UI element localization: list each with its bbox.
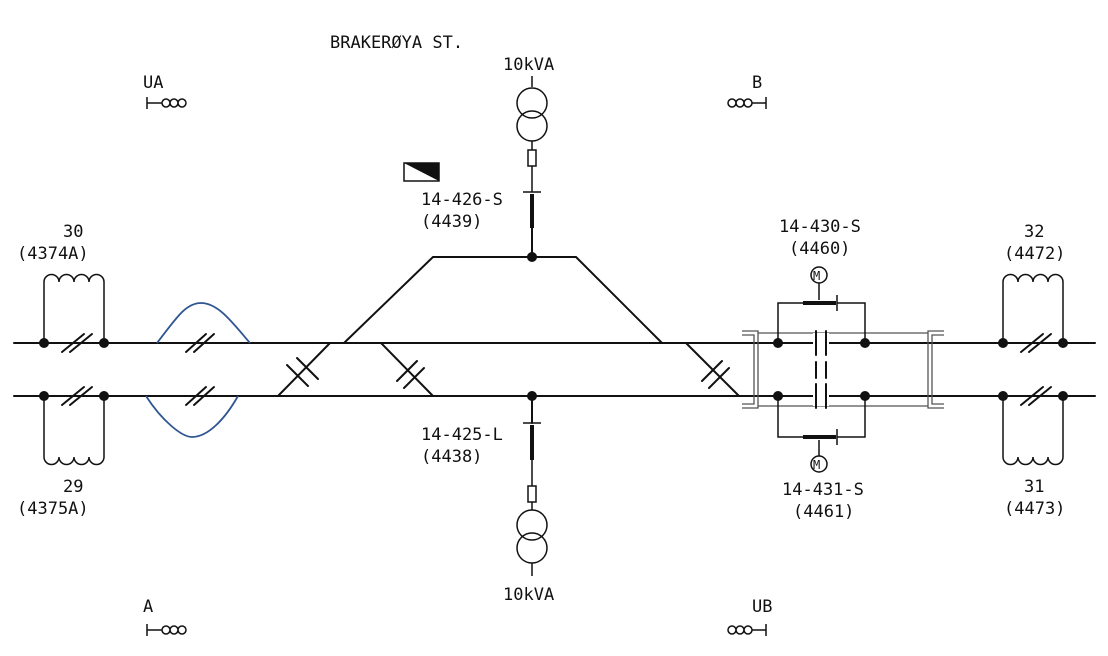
motor-430-icon: M [810, 266, 828, 300]
crossover-2 [380, 342, 434, 397]
section-insulator-lower-icon [813, 383, 829, 409]
disconnector-431-icon [777, 396, 866, 445]
junction-b30-left [39, 338, 49, 348]
insulator-crossover-2-icon [396, 360, 425, 389]
signal-ub-icon [727, 624, 767, 636]
junction-430-left [773, 338, 783, 348]
disconnector-431-number: (4461) [793, 502, 854, 522]
disconnector-426-name: 14-426-S [421, 190, 503, 210]
signal-b-icon [727, 97, 767, 109]
booster-29-icon [43, 386, 105, 466]
signal-label-ub: UB [752, 597, 772, 617]
booster-30-name: 30 [63, 222, 83, 242]
junction-b31-left [998, 391, 1008, 401]
junction-430-right [860, 338, 870, 348]
disconnector-430-number: (4460) [789, 239, 850, 259]
junction-b31-right [1058, 391, 1068, 401]
junction-431-left [773, 391, 783, 401]
crossover-1 [277, 342, 331, 397]
transformer-bottom-label: 10kVA [503, 585, 554, 605]
busbar-top [343, 256, 663, 344]
disconnector-430-name: 14-430-S [779, 217, 861, 237]
booster-32-number: (4472) [1004, 244, 1065, 264]
station-title: BRAKERØYA ST. [330, 33, 463, 53]
bypass-frame [742, 330, 944, 409]
junction-b32-right [1058, 338, 1068, 348]
insulator-lower-icon [185, 386, 215, 406]
signal-a-icon [146, 624, 187, 636]
junction-b29-left [39, 391, 49, 401]
switch-indicator-icon [403, 162, 440, 182]
cable-upper [156, 302, 251, 344]
section-insulator-mid-icon [815, 361, 827, 379]
disconnector-426-icon [523, 191, 541, 258]
booster-31-name: 31 [1024, 477, 1044, 497]
transformer-top-label: 10kVA [503, 55, 554, 75]
signal-label-b: B [752, 73, 762, 93]
transformer-top-icon [516, 76, 548, 192]
insulator-crossover-3-icon [701, 360, 730, 389]
disconnector-430-icon [777, 295, 866, 343]
signal-label-a: A [143, 597, 153, 617]
booster-29-number: (4375A) [17, 499, 89, 519]
booster-31-number: (4473) [1004, 499, 1065, 519]
signal-label-ua: UA [143, 73, 163, 93]
junction-top [527, 252, 537, 262]
junction-b30-right [99, 338, 109, 348]
junction-b29-right [99, 391, 109, 401]
booster-32-name: 32 [1024, 222, 1044, 242]
booster-30-icon [43, 273, 105, 353]
booster-30-number: (4374A) [17, 244, 89, 264]
motor-431-icon: M [810, 440, 828, 473]
booster-31-icon [1002, 386, 1064, 466]
insulator-crossover-1-icon [286, 357, 319, 387]
booster-29-name: 29 [63, 477, 83, 497]
transformer-bottom-icon [516, 460, 548, 576]
disconnector-431-name: 14-431-S [782, 480, 864, 500]
motor-430-symbol: M [813, 269, 820, 283]
motor-431-symbol: M [813, 458, 820, 472]
booster-32-icon [1002, 273, 1064, 353]
disconnector-425-number: (4438) [421, 447, 482, 467]
junction-b32-left [998, 338, 1008, 348]
disconnector-426-number: (4439) [421, 212, 482, 232]
signal-ua-icon [146, 97, 187, 109]
disconnector-425-name: 14-425-L [421, 425, 503, 445]
junction-431-right [860, 391, 870, 401]
section-insulator-upper-icon [813, 330, 829, 356]
cable-lower [145, 395, 239, 438]
insulator-upper-icon [185, 333, 215, 353]
disconnector-425-icon [523, 395, 541, 460]
